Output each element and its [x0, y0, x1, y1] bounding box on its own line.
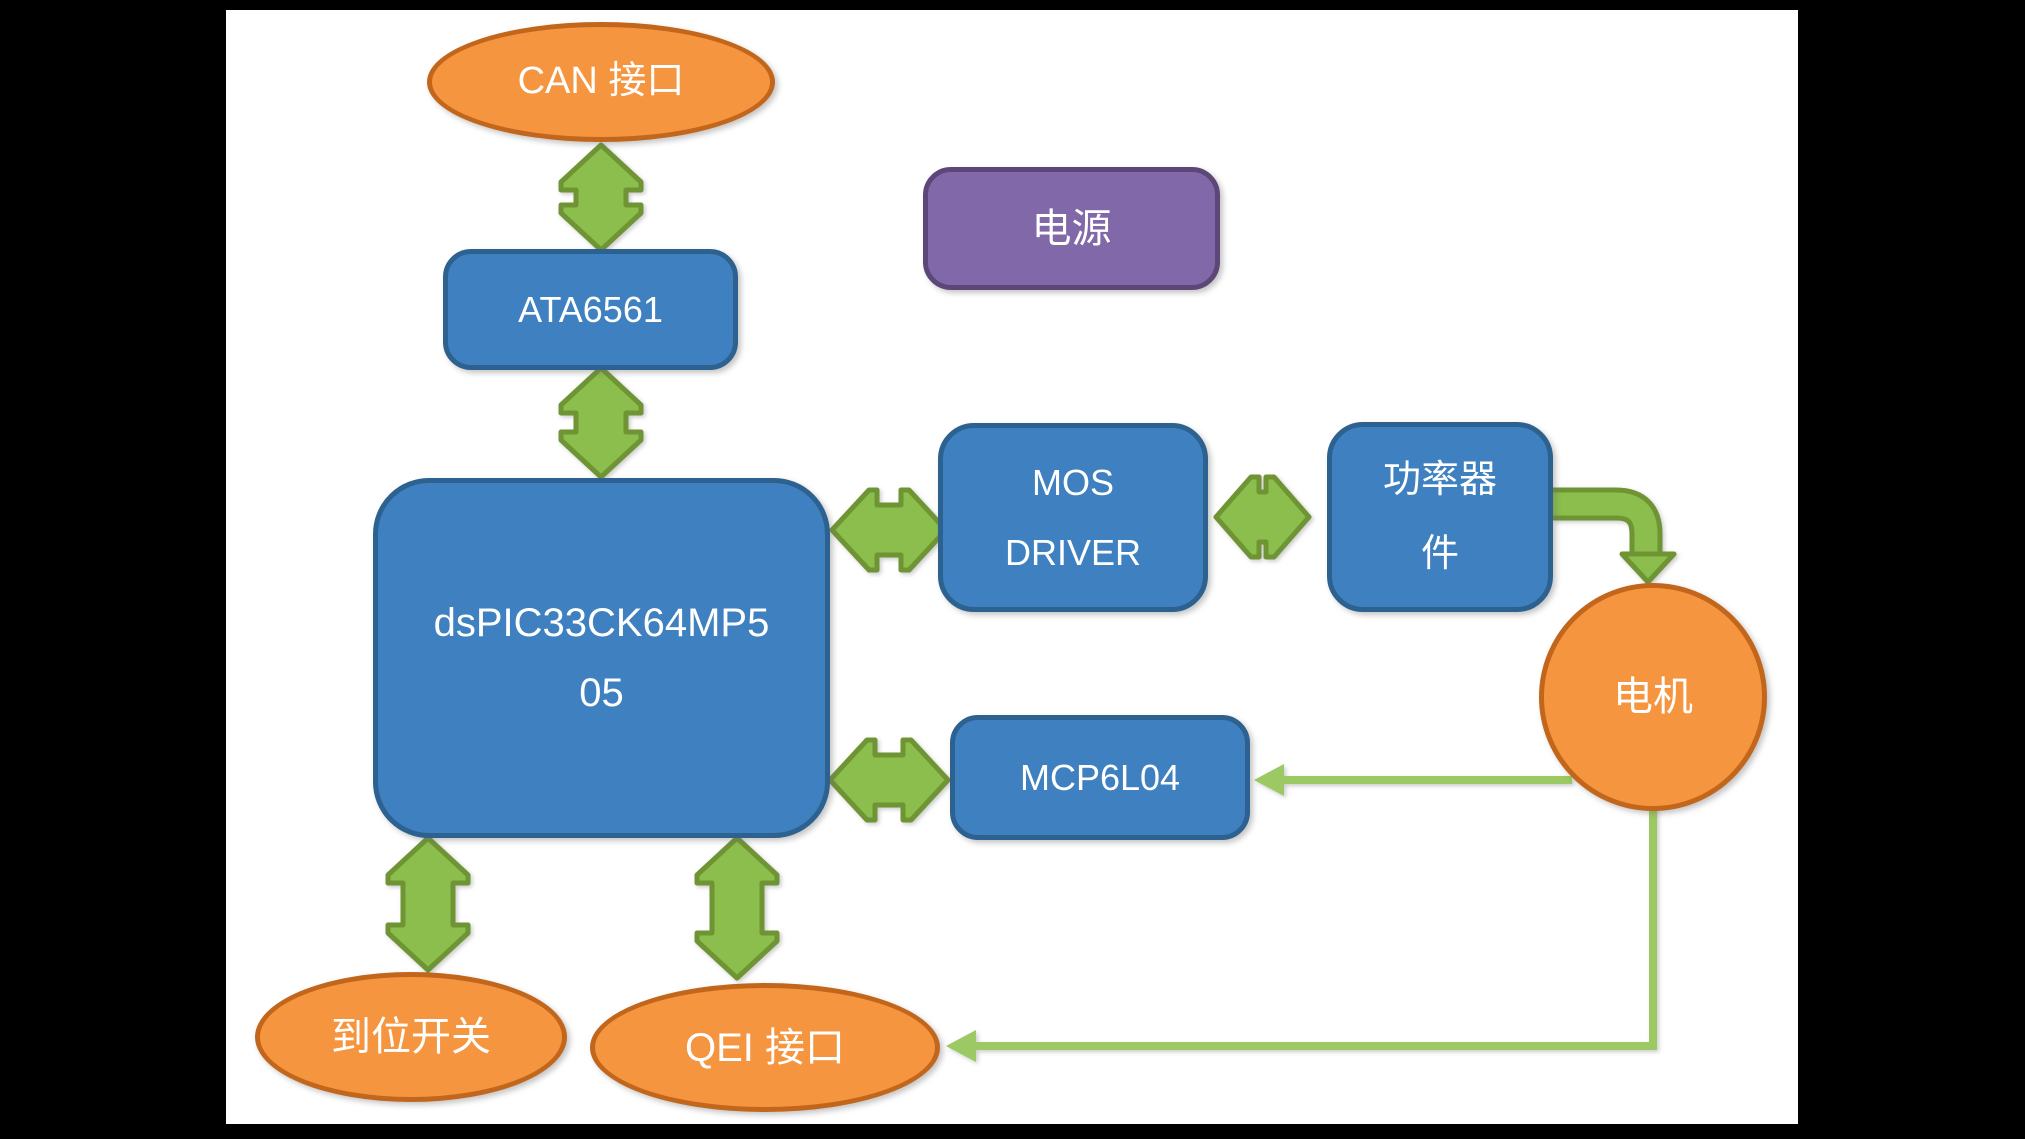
node-mcu-label-line2: 05 — [579, 671, 624, 715]
node-mcp6l04: MCP6L04 — [950, 715, 1250, 840]
arrow-power-device-motor — [1553, 487, 1677, 585]
node-qei-interface-label: QEI 接口 — [684, 1025, 846, 1070]
node-can-interface: CAN 接口 — [427, 22, 775, 142]
node-power-supply-label: 电源 — [1031, 206, 1112, 251]
node-ata6561-label: ATA6561 — [518, 289, 663, 330]
node-mcu-dspic33ck64mp505: dsPIC33CK64MP5 05 — [373, 478, 830, 838]
node-limit-switch-label: 到位开关 — [331, 1015, 491, 1059]
feedback-line-motor-qei — [946, 800, 1657, 1062]
node-power-device-label-line1: 功率器 — [1382, 459, 1497, 501]
node-qei-interface: QEI 接口 — [590, 983, 940, 1112]
node-mcu-label-line1: dsPIC33CK64MP5 — [433, 601, 770, 645]
node-can-interface-label: CAN 接口 — [517, 60, 685, 103]
arrow-mcu-qei — [694, 835, 780, 981]
arrow-mos-driver-power-device — [1213, 474, 1312, 560]
node-power-device-label-line2: 件 — [1420, 533, 1459, 575]
node-power-device: 功率器 件 — [1327, 422, 1553, 612]
node-mos-driver-label-line2: DRIVER — [1004, 531, 1142, 573]
node-motor-label: 电机 — [1613, 675, 1693, 719]
arrow-mcu-limit-switch — [385, 835, 471, 973]
node-mos-driver-label-line1: MOS — [1031, 461, 1114, 503]
node-mcp6l04-label: MCP6L04 — [1019, 757, 1181, 798]
node-ata6561: ATA6561 — [443, 249, 738, 370]
node-mos-driver: MOS DRIVER — [938, 423, 1208, 612]
arrow-mcu-mos-driver — [829, 487, 949, 573]
node-power-supply: 电源 — [923, 167, 1220, 290]
feedback-line-motor-mcp6l04 — [1254, 764, 1572, 796]
arrow-can-ata6561 — [558, 142, 644, 253]
arrow-mcu-mcp6l04 — [827, 737, 951, 823]
node-motor: 电机 — [1539, 583, 1767, 811]
arrow-ata6561-mcu — [558, 365, 644, 480]
node-limit-switch: 到位开关 — [255, 972, 567, 1102]
